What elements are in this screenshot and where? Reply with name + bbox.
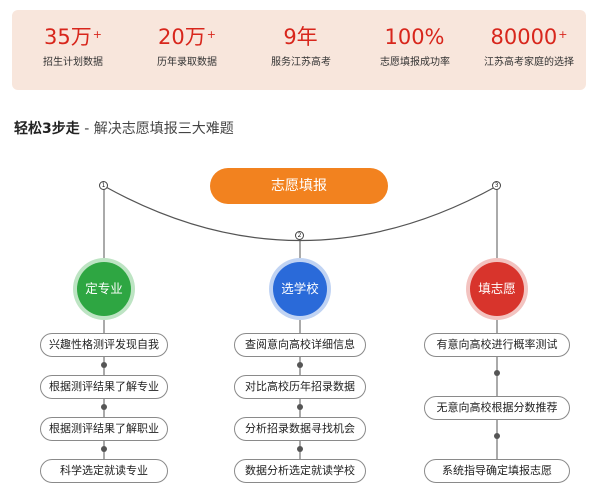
major-step-understand-career[interactable]: 根据测评结果了解职业 [40,417,168,441]
stat-value: 80000+ [490,25,568,49]
stat-plan-data: 35万+ 招生计划数据 [16,22,130,71]
stat-label: 招生计划数据 [43,57,103,68]
connector-dot [101,362,107,368]
stat-label: 志愿填报成功率 [380,57,450,68]
section-heading: 轻松3步走 - 解决志愿填报三大难题 [14,118,234,138]
step-marker-1: 1 [99,181,108,190]
step-marker-3: 3 [492,181,501,190]
choose-major-circle[interactable]: 定专业 [77,262,131,316]
connector-dot [297,446,303,452]
major-step-understand-major[interactable]: 根据测评结果了解专业 [40,375,168,399]
major-step-interest-test[interactable]: 兴趣性格测评发现自我 [40,333,168,357]
school-step-select-school[interactable]: 数据分析选定就读学校 [234,459,366,483]
stat-label: 历年录取数据 [157,57,217,68]
stat-value: 35万+ [44,25,102,49]
connector-dot [297,362,303,368]
fill-application-circle[interactable]: 填志愿 [470,262,524,316]
stat-admission-data: 20万+ 历年录取数据 [130,22,244,71]
volunteer-fill-button[interactable]: 志愿填报 [210,168,388,204]
stat-value: 20万+ [158,25,216,49]
step-marker-2: 2 [295,231,304,240]
connector-dot [101,404,107,410]
school-step-view-info[interactable]: 查阅意向高校详细信息 [234,333,366,357]
connector-dot [494,370,500,376]
stat-service-years: 9年 服务江苏高考 [244,22,358,71]
connector-dot [101,446,107,452]
stat-label: 江苏高考家庭的选择 [484,57,574,68]
major-step-select-major[interactable]: 科学选定就读专业 [40,459,168,483]
heading-bold: 轻松3步走 [14,121,80,137]
choose-school-circle[interactable]: 选学校 [273,262,327,316]
stat-label: 服务江苏高考 [271,57,331,68]
school-step-analyze-data[interactable]: 分析招录数据寻找机会 [234,417,366,441]
school-step-compare-data[interactable]: 对比高校历年招录数据 [234,375,366,399]
fill-step-score-recommend[interactable]: 无意向高校根据分数推荐 [424,396,570,420]
connector-dot [297,404,303,410]
stat-success-rate: 100% 志愿填报成功率 [358,22,472,71]
stats-banner: 35万+ 招生计划数据 20万+ 历年录取数据 9年 服务江苏高考 100% 志… [12,10,586,90]
stat-value: 100% [384,25,445,49]
fill-step-probability-test[interactable]: 有意向高校进行概率测试 [424,333,570,357]
heading-subtitle: - 解决志愿填报三大难题 [79,121,234,137]
stat-value: 9年 [283,25,318,49]
fill-step-confirm-application[interactable]: 系统指导确定填报志愿 [424,459,570,483]
connector-dot [494,433,500,439]
stat-families: 80000+ 江苏高考家庭的选择 [472,22,586,71]
